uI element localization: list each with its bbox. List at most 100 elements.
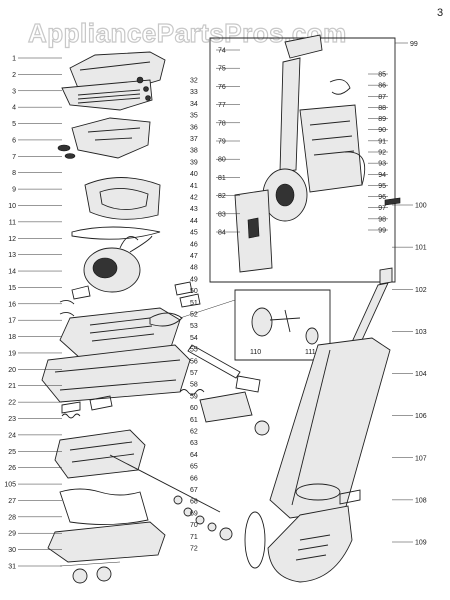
part-bag-lower-109 — [267, 505, 353, 583]
callout-65: 65 — [190, 464, 198, 471]
callout-35: 35 — [190, 113, 198, 120]
callout-12: 12 — [8, 236, 16, 243]
part-gear-40 — [174, 281, 193, 296]
part-screw-34 — [145, 95, 151, 101]
part-lower-housing-rim — [54, 359, 181, 391]
part-pivot-20 — [89, 395, 113, 411]
callout-21: 21 — [8, 383, 16, 390]
callout-50: 50 — [190, 288, 198, 295]
callout-95: 95 — [378, 183, 386, 190]
callout-29: 29 — [8, 531, 16, 538]
callout-100: 100 — [415, 203, 427, 210]
callout-5: 5 — [12, 121, 16, 128]
callout-26: 26 — [8, 465, 16, 472]
callout-62: 62 — [190, 429, 198, 436]
part-washer-70 — [195, 515, 205, 525]
part-lever-44 — [187, 344, 241, 379]
part-rear-housing — [299, 104, 363, 193]
part-hose-96 — [344, 151, 366, 186]
callout-96: 96 — [378, 194, 386, 201]
part-ring-107 — [295, 483, 341, 501]
part-wheel-58 — [254, 420, 270, 436]
callout-15: 15 — [8, 285, 16, 292]
part-cover-7-inner — [99, 188, 149, 210]
callout-13: 13 — [8, 252, 16, 259]
callout-19: 19 — [8, 350, 16, 357]
callout-102: 102 — [415, 287, 427, 294]
callout-90: 90 — [378, 127, 386, 134]
callout-92: 92 — [378, 150, 386, 157]
part-belt-42 — [149, 312, 183, 327]
callout-24: 24 — [8, 432, 16, 439]
part-gear-41 — [179, 293, 201, 308]
part-housing-detail — [87, 127, 141, 141]
part-bracket-11 — [71, 285, 91, 300]
callout-54: 54 — [190, 335, 198, 342]
part-hood-top-ridge — [79, 61, 151, 71]
callout-61: 61 — [190, 417, 198, 424]
callout-20: 20 — [8, 367, 16, 374]
part-base-ribs — [89, 317, 155, 342]
callout-18: 18 — [8, 334, 16, 341]
callout-51: 51 — [190, 300, 198, 307]
callout-52: 52 — [190, 312, 198, 319]
watermark-text: AppliancePartsPros.com — [28, 18, 347, 48]
callout-64: 64 — [190, 452, 198, 459]
part-111 — [305, 327, 319, 345]
callout-38: 38 — [190, 148, 198, 155]
callout-49: 49 — [190, 276, 198, 283]
part-clip-12 — [59, 299, 75, 305]
part-motor-housing-upper — [71, 117, 151, 159]
callout-39: 39 — [190, 159, 198, 166]
detail-leader — [179, 299, 236, 319]
callout-84: 84 — [218, 230, 226, 237]
callout-98: 98 — [378, 216, 386, 223]
callout-77: 77 — [218, 102, 226, 109]
part-washer-66 — [173, 495, 183, 505]
part-clip-13 — [59, 311, 75, 317]
callout-11: 11 — [9, 219, 16, 226]
part-plate-60 — [199, 391, 253, 423]
part-washer-68 — [183, 507, 193, 517]
part-bottom-cover-28 — [47, 521, 166, 563]
callout-17: 17 — [8, 318, 16, 325]
part-spring-19 — [61, 413, 81, 419]
callout-81: 81 — [218, 175, 226, 182]
part-grille-slots — [77, 89, 141, 104]
callout-34: 34 — [190, 101, 198, 108]
callout-2: 2 — [12, 72, 16, 79]
part-front-grille — [61, 79, 153, 111]
callout-109: 109 — [415, 540, 427, 547]
callout-27: 27 — [8, 498, 16, 505]
callout-106: 106 — [415, 413, 427, 420]
callout-8: 8 — [12, 170, 16, 177]
callout-70: 70 — [190, 522, 198, 529]
callout-31: 31 — [8, 564, 16, 571]
callout-110: 110 — [250, 349, 261, 356]
callout-56: 56 — [190, 358, 198, 365]
part-screw-33 — [143, 86, 149, 92]
callout-1: 1 — [12, 56, 16, 63]
part-bag-109-vent — [295, 534, 331, 561]
callout-45: 45 — [190, 230, 198, 237]
callout-14: 14 — [8, 269, 16, 276]
callout-82: 82 — [218, 193, 226, 200]
part-wheel-hub — [275, 183, 295, 207]
callout-36: 36 — [190, 124, 198, 131]
callout-79: 79 — [218, 139, 226, 146]
callout-22: 22 — [8, 400, 16, 407]
callout-66: 66 — [190, 475, 198, 482]
part-brush-roll-27 — [59, 488, 149, 526]
callout-46: 46 — [190, 241, 198, 248]
callout-63: 63 — [190, 440, 198, 447]
part-rod-65 — [109, 454, 221, 513]
callout-93: 93 — [378, 161, 386, 168]
part-wheel-31 — [96, 566, 112, 582]
part-latch-18 — [61, 401, 81, 414]
callout-labels: 1234567891011121314151617181920212223242… — [4, 41, 426, 571]
callout-3: 3 — [12, 88, 16, 95]
part-clip-108 — [339, 489, 361, 505]
callout-10: 10 — [8, 203, 16, 210]
